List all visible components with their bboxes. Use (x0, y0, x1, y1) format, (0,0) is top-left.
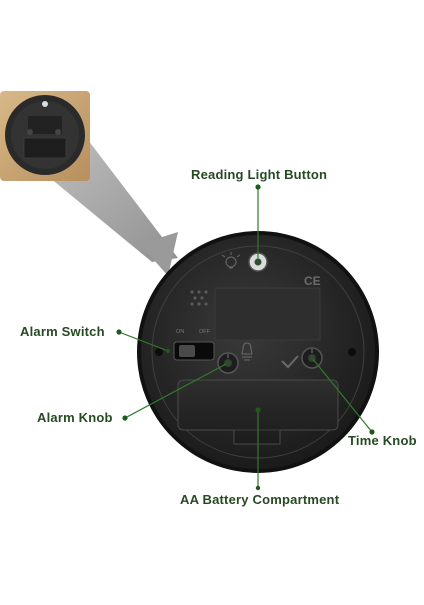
callout-line-alarm-knob (124, 362, 229, 419)
dot-alarm-switch (116, 329, 122, 335)
switch-on-label: ON (176, 329, 184, 335)
mount-screw-left (155, 348, 163, 356)
mount-screw-right (348, 348, 356, 356)
label-alarm-switch: Alarm Switch (20, 324, 105, 339)
dot-alarm-switch-end (165, 348, 171, 354)
dot-reading-light (255, 184, 261, 190)
dot-battery-end (255, 485, 261, 491)
callout-line-time-knob (311, 357, 373, 433)
bell-icon (241, 342, 253, 361)
label-alarm-knob: Alarm Knob (37, 410, 113, 425)
switch-off-label: OFF (199, 329, 211, 335)
bulb-icon (221, 252, 241, 269)
zoom-funnel-head (140, 232, 178, 276)
dot-time-knob (369, 429, 375, 435)
clock-back: CE ON OFF (137, 231, 379, 473)
thumbnail-inset (0, 91, 90, 181)
dot-alarm-knob-end (225, 360, 231, 366)
label-battery-compartment: AA Battery Compartment (180, 492, 340, 507)
ce-mark: CE (304, 274, 321, 288)
check-icon (281, 355, 299, 369)
dot-alarm-knob (122, 415, 128, 421)
label-reading-light-button: Reading Light Button (191, 167, 328, 182)
dot-time-knob-end (309, 355, 315, 361)
label-time-knob: Time Knob (348, 433, 417, 448)
callout-lines (118, 187, 373, 488)
dot-battery (255, 407, 261, 413)
callout-dots (116, 184, 375, 491)
dot-reading-light-end (255, 259, 261, 265)
speaker-holes (190, 290, 208, 306)
label-plate (214, 287, 321, 341)
callout-line-alarm-switch (118, 331, 169, 352)
